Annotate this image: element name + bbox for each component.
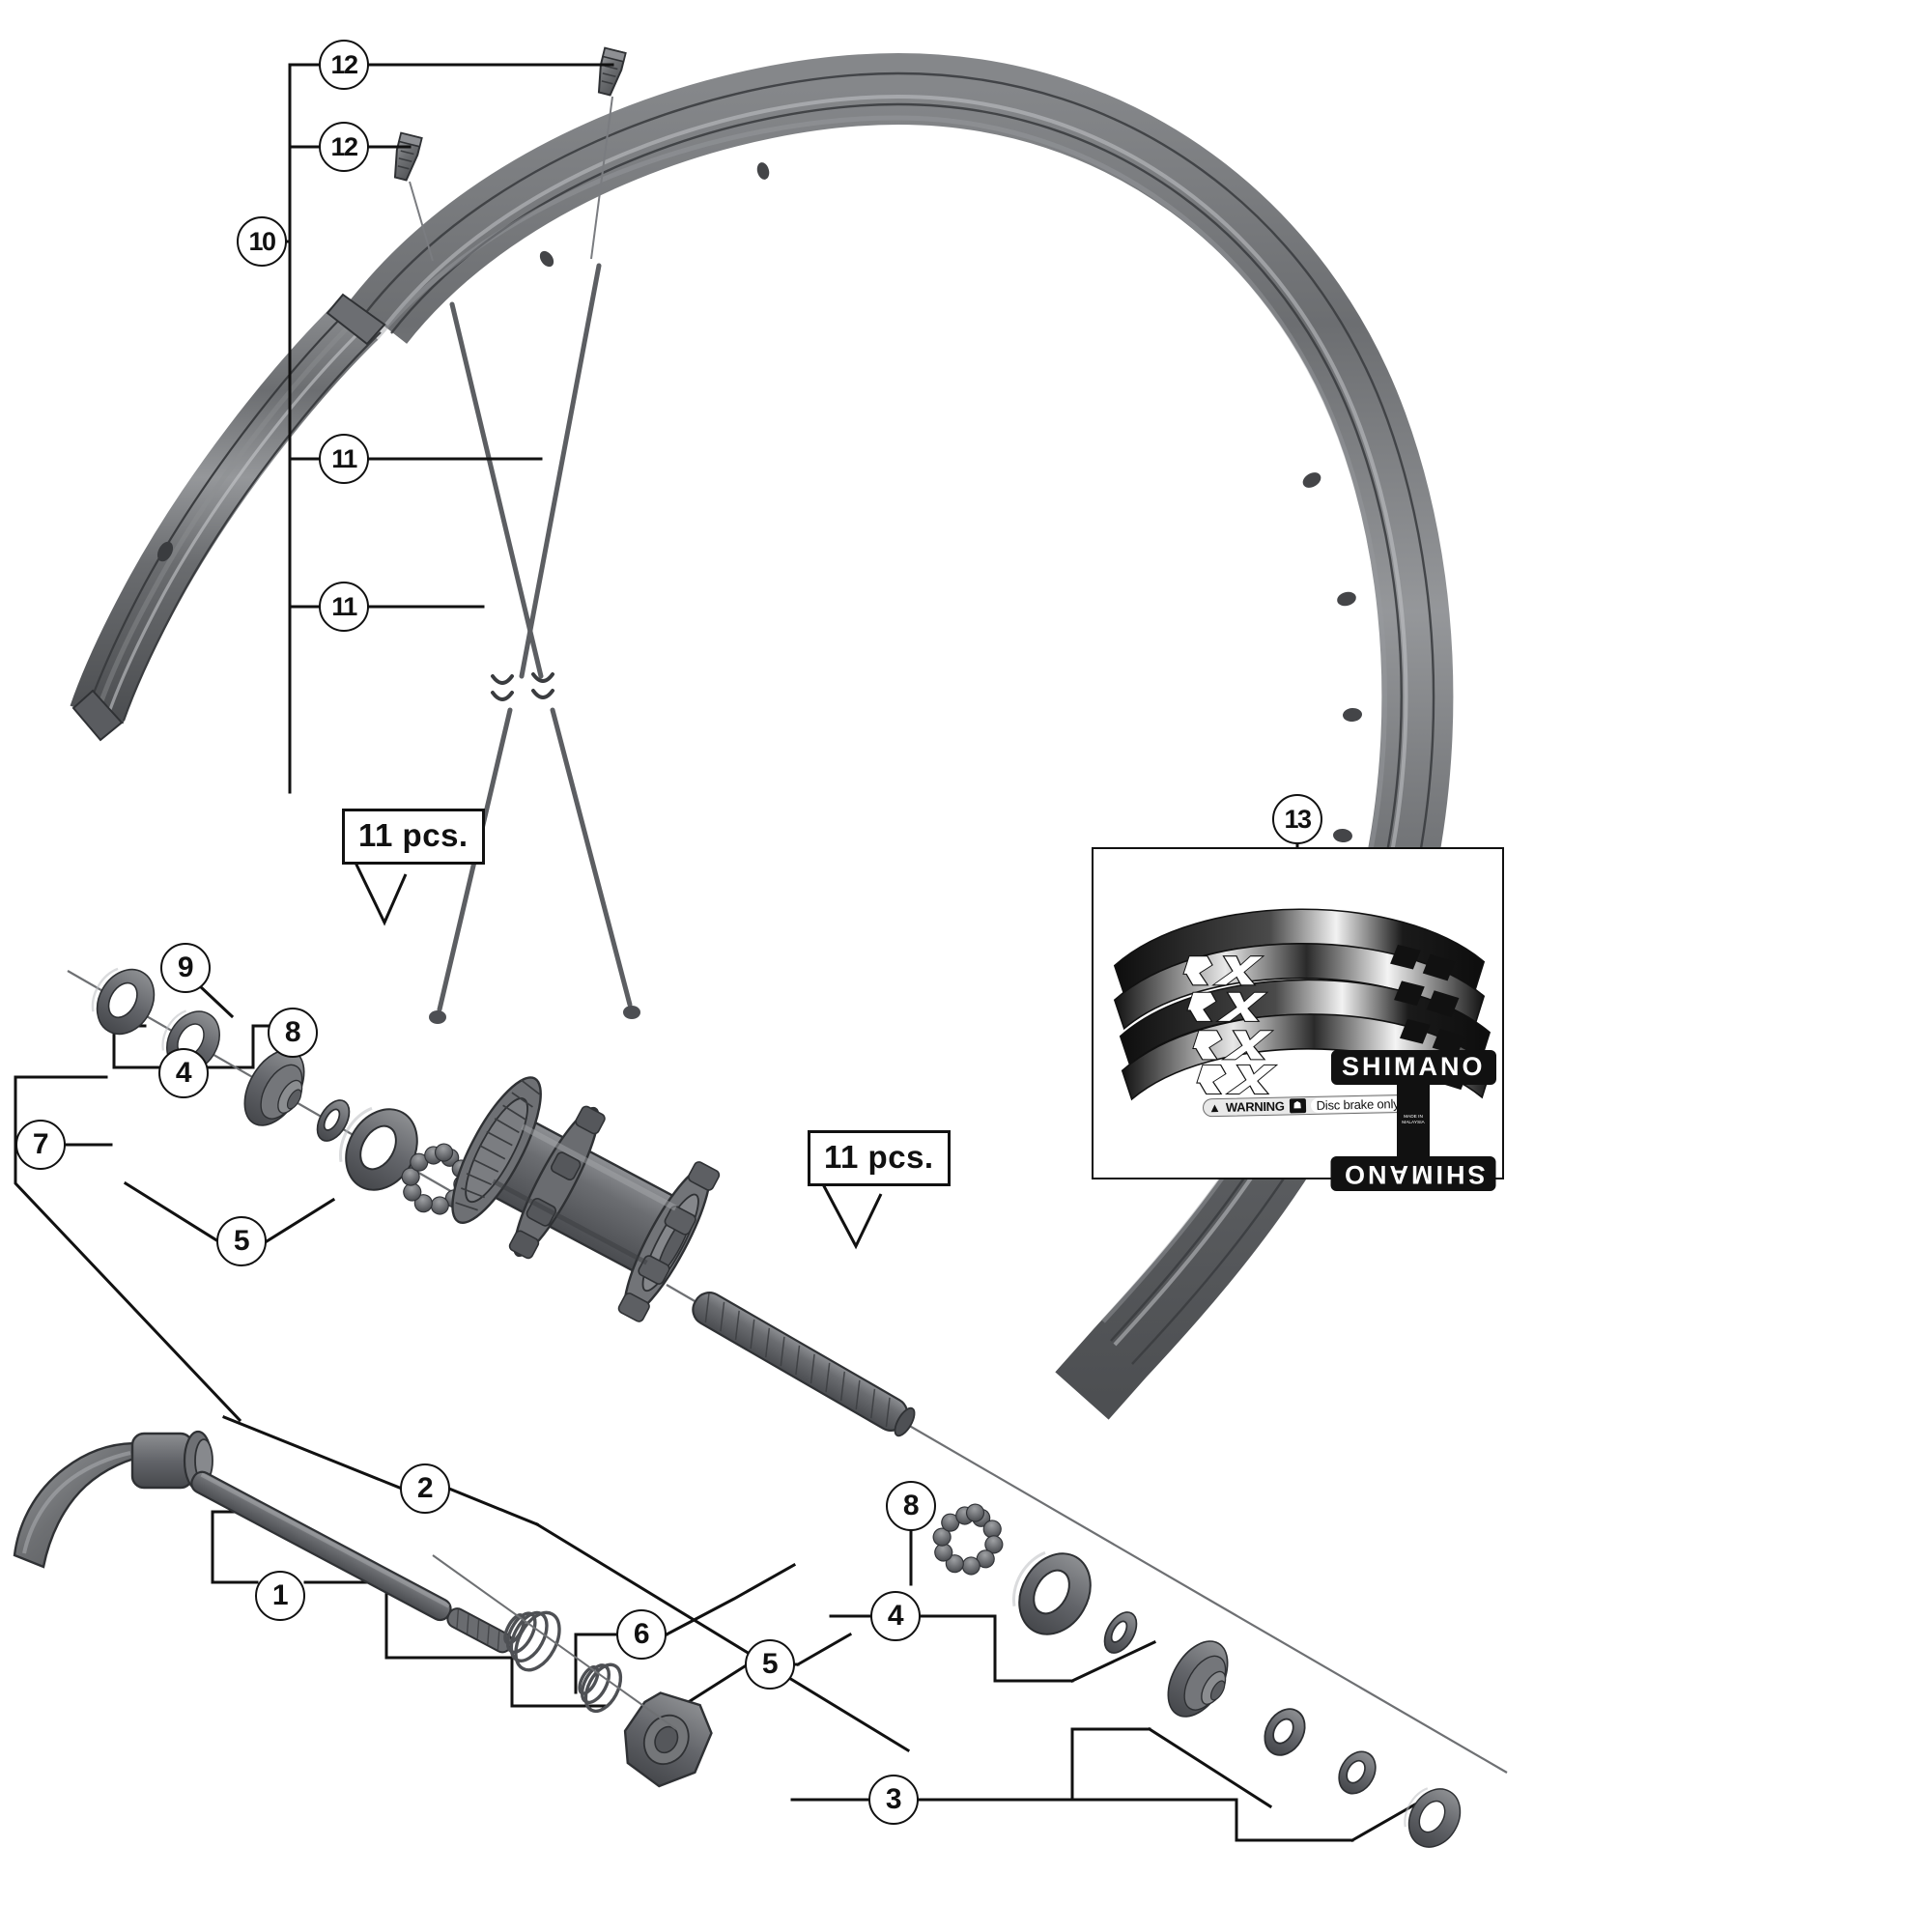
note-pointer-left — [354, 862, 408, 926]
shimano-logo-sticker: SHIMANO MADE IN MALAYSIA SHIMANO — [1331, 1050, 1496, 1191]
spoke-graphics — [429, 263, 640, 1024]
spoke-nipple-graphics — [393, 46, 627, 262]
callout-balloon-left-dust-cap[interactable]: 8 — [268, 1008, 318, 1058]
callout-balloon-spoke-upper[interactable]: 11 — [319, 434, 369, 484]
callout-balloon-right-bearing-set[interactable]: 5 — [745, 1639, 795, 1690]
shimano-wordmark-top: SHIMANO — [1331, 1050, 1496, 1085]
callout-balloon-rim[interactable]: 10 — [237, 216, 287, 267]
left-hub-parts — [67, 955, 485, 1229]
quantity-note-right-ball-bearing-ring: 11 pcs. — [808, 1130, 951, 1186]
callout-balloon-quick-release-lever-unit[interactable]: 1 — [255, 1571, 305, 1621]
rim-strip-graphic — [70, 293, 386, 742]
logo-stem: MADE IN MALAYSIA — [1397, 1085, 1431, 1156]
callout-balloon-right-cone-and-washer-set[interactable]: 3 — [868, 1775, 919, 1825]
warning-triangle-icon: ▲ — [1208, 1099, 1222, 1116]
callout-balloon-left-bearing-set[interactable]: 5 — [216, 1216, 267, 1266]
warning-word: WARNING — [1225, 1098, 1285, 1115]
callout-balloon-rim-sticker-set[interactable]: 13 — [1272, 794, 1322, 844]
callout-balloon-spoke-nipple-upper[interactable]: 12 — [319, 40, 369, 90]
callout-balloon-spoke-lower[interactable]: 11 — [319, 582, 369, 632]
quantity-note-left-ball-bearing-ring: 11 pcs. — [342, 809, 485, 865]
hub-shell-graphic — [451, 1076, 721, 1322]
logo-fine-print: MADE IN MALAYSIA — [1402, 1114, 1425, 1125]
callout-balloon-right-cone-assembly[interactable]: 4 — [870, 1591, 921, 1641]
callout-balloon-spoke-nipple-lower[interactable]: 12 — [319, 122, 369, 172]
callout-balloon-rim-strip-section[interactable]: 9 — [160, 943, 211, 993]
callout-balloon-left-lock-nut-set[interactable]: 7 — [15, 1120, 66, 1170]
note-pointer-right — [821, 1183, 883, 1250]
callout-balloon-left-cone-assembly[interactable]: 4 — [158, 1048, 209, 1098]
leader-lines — [14, 63, 1423, 1843]
shimano-wordmark-bottom: SHIMANO — [1331, 1156, 1496, 1191]
rim-sticker-set-panel: ▲ WARNING ☗ Disc brake only ! SHIMANO MA… — [1092, 847, 1504, 1191]
callout-balloon-hub-axle[interactable]: 6 — [616, 1609, 667, 1660]
callout-balloon-right-dust-cap[interactable]: 8 — [886, 1481, 936, 1531]
right-hub-parts — [666, 1284, 1508, 1858]
callout-balloon-hub-axle-assembly[interactable]: 2 — [400, 1463, 450, 1514]
rim-decal-strips — [1113, 908, 1493, 1101]
disc-brake-icon: ☗ — [1289, 1098, 1306, 1114]
quick-release-graphic — [13, 1430, 713, 1788]
